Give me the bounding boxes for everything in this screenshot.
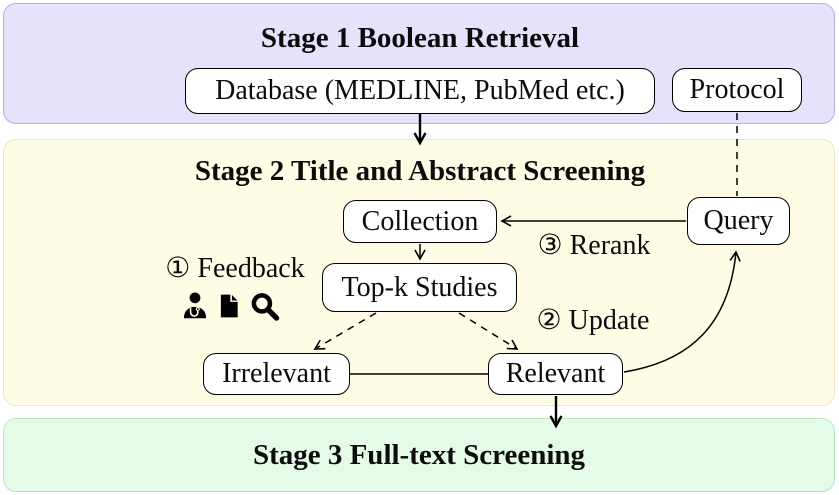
node-collection: Collection: [343, 200, 497, 243]
node-database: Database (MEDLINE, PubMed etc.): [185, 68, 655, 114]
node-database-label: Database (MEDLINE, PubMed etc.): [215, 75, 625, 106]
node-query: Query: [687, 197, 790, 245]
node-query-label: Query: [703, 205, 774, 236]
rerank-label: ③ Rerank: [537, 230, 651, 261]
node-topk-studies: Top-k Studies: [322, 263, 517, 312]
update-label: ② Update: [536, 305, 650, 336]
search-icon: [251, 293, 280, 321]
node-collection-label: Collection: [361, 205, 479, 237]
node-relevant: Relevant: [488, 353, 623, 395]
node-relevant-label: Relevant: [505, 358, 606, 389]
stage3-title: Stage 3 Full-text Screening: [252, 439, 586, 471]
reviewer-icons: [181, 288, 291, 324]
doctor-icon: [183, 292, 207, 319]
feedback-label: ① Feedback: [165, 253, 305, 284]
node-protocol-label: Protocol: [689, 74, 785, 105]
node-irrelevant-label: Irrelevant: [222, 358, 331, 389]
stage2-title: Stage 2 Title and Abstract Screening: [194, 155, 646, 187]
stage3-band: [3, 418, 835, 492]
node-irrelevant: Irrelevant: [203, 353, 350, 395]
document-icon: [220, 294, 238, 318]
node-topk-studies-label: Top-k Studies: [341, 271, 498, 303]
node-protocol: Protocol: [672, 68, 802, 112]
stage1-title: Stage 1 Boolean Retrieval: [260, 22, 580, 54]
